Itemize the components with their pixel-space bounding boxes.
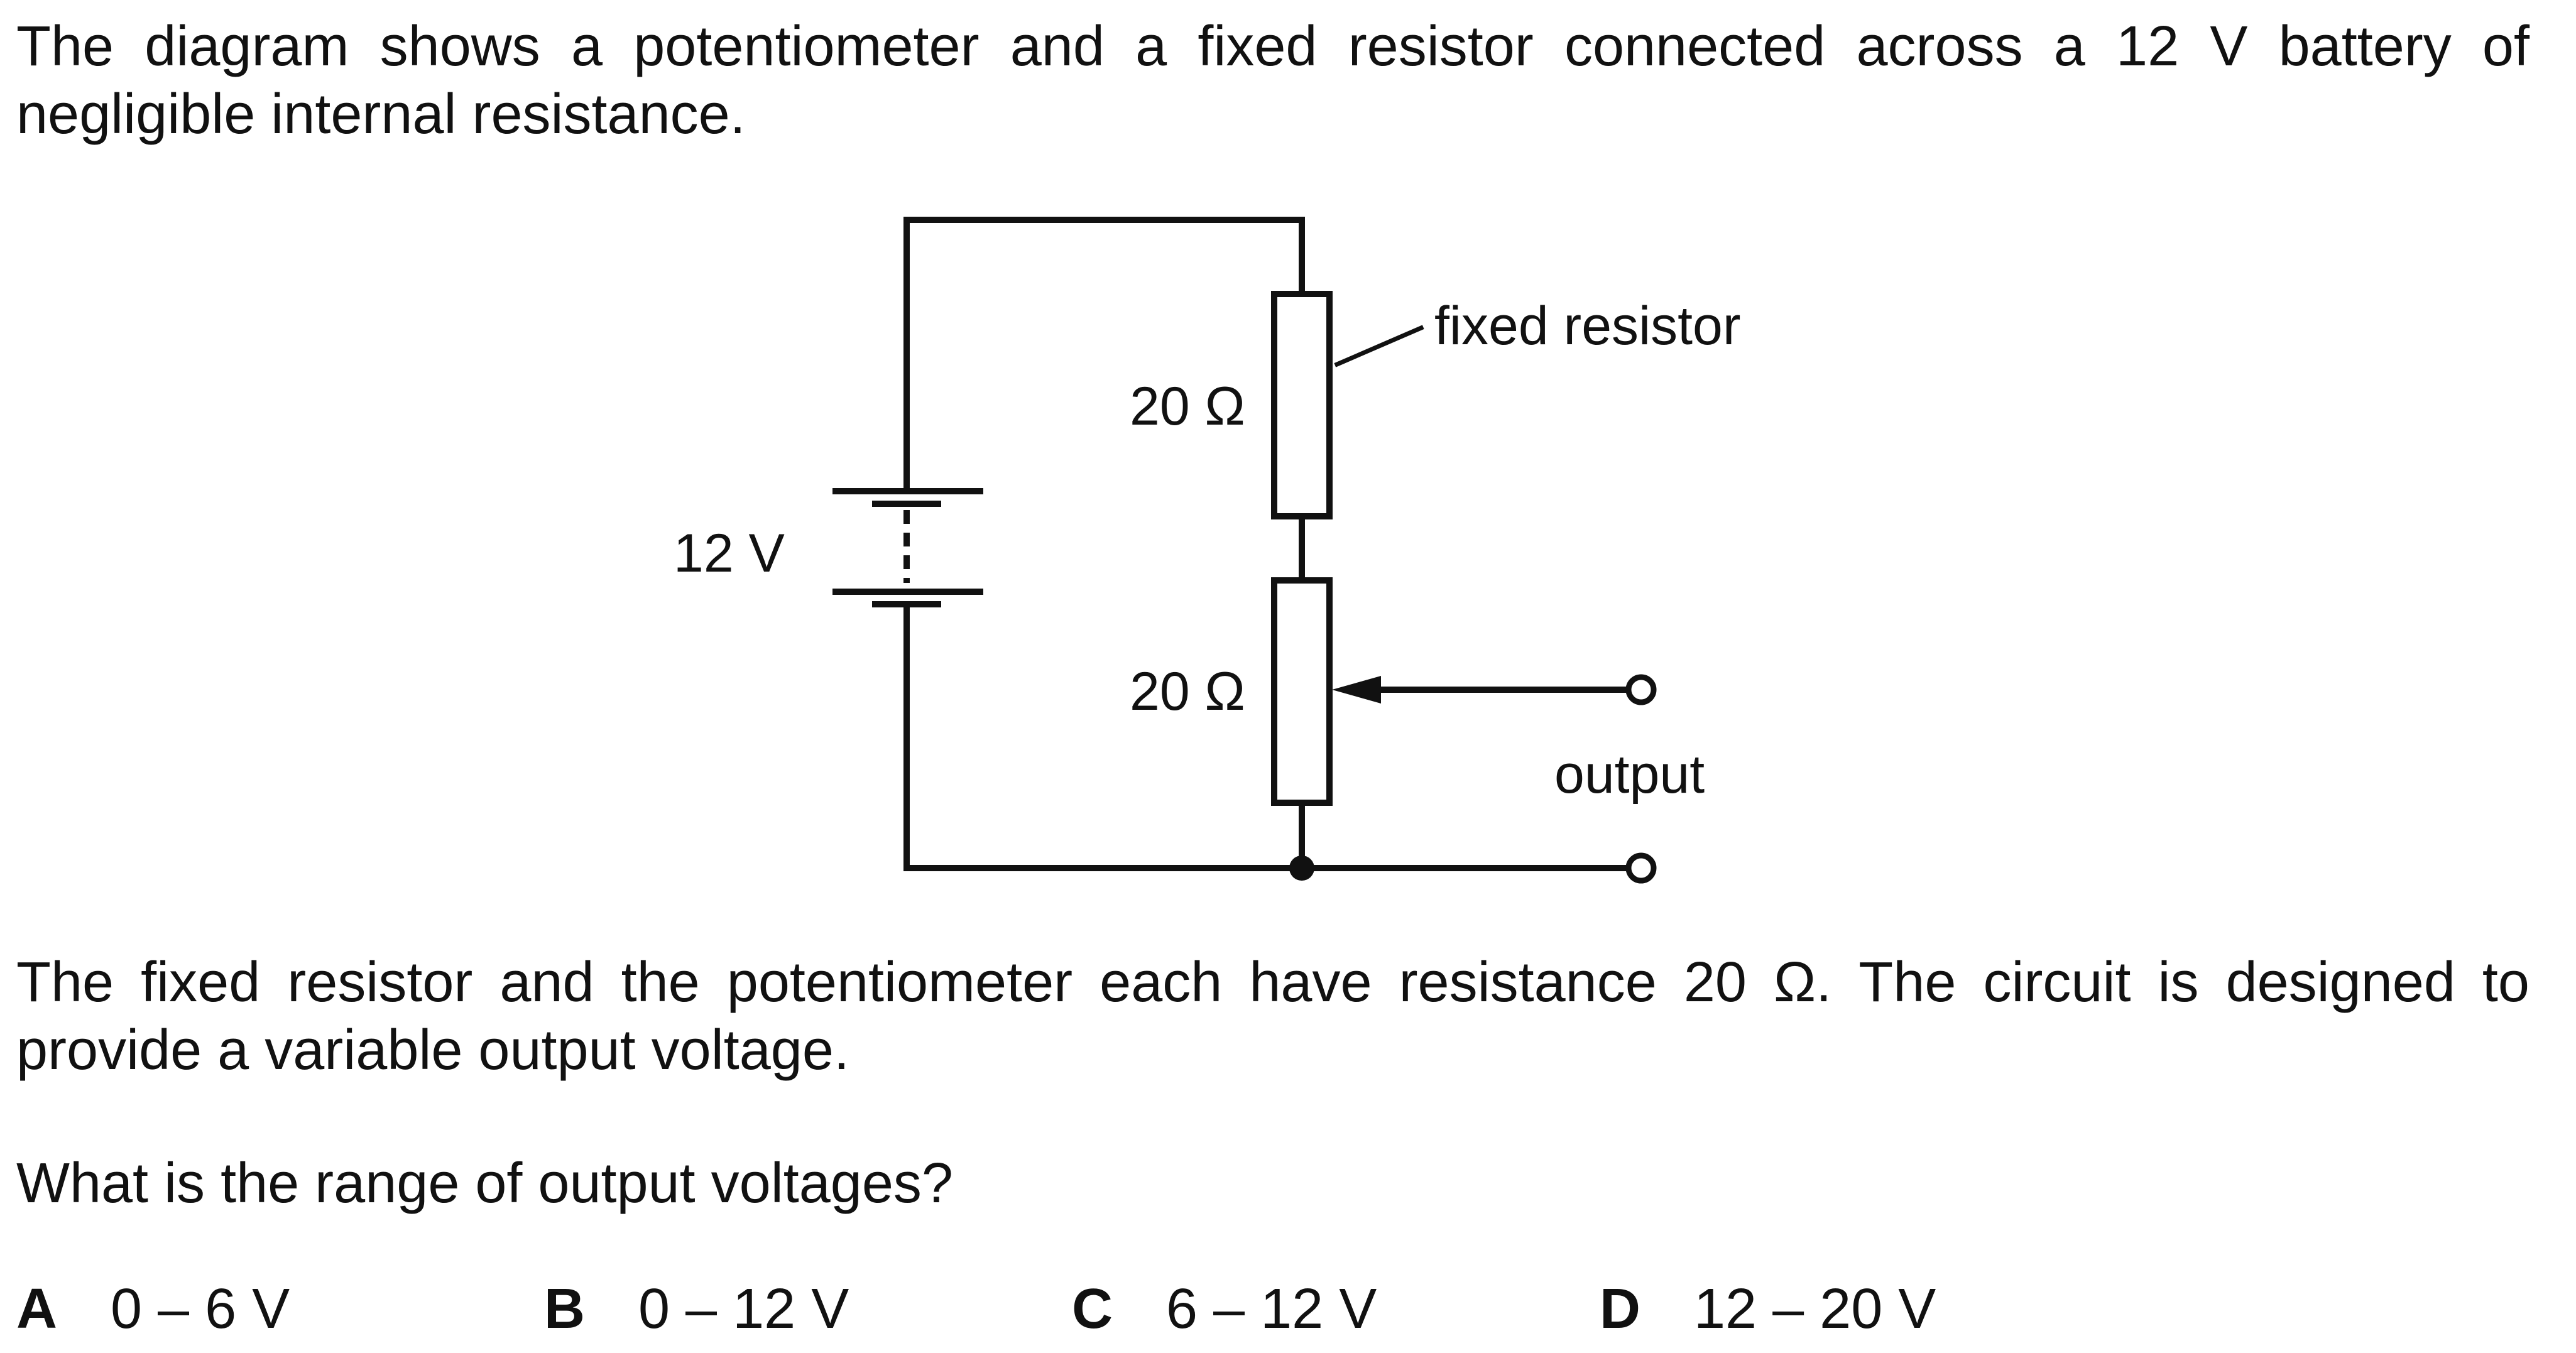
output-terminal-top (1625, 674, 1657, 705)
option-letter: D (1600, 1278, 1640, 1340)
option-letter: C (1072, 1278, 1113, 1340)
option-letter: B (544, 1278, 585, 1340)
option-d[interactable]: D 12 – 20 V (1600, 1275, 1936, 1343)
option-b[interactable]: B 0 – 12 V (544, 1275, 849, 1343)
question-prompt: What is the range of output voltages? (16, 1152, 953, 1215)
option-letter: A (16, 1278, 57, 1340)
option-c[interactable]: C 6 – 12 V (1072, 1275, 1377, 1343)
potentiometer-value: 20 Ω (1130, 661, 1245, 722)
fixed-resistor-value: 20 Ω (1130, 376, 1245, 437)
option-a[interactable]: A 0 – 6 V (16, 1275, 290, 1343)
intro-text: The diagram shows a potentiometer and a … (16, 15, 2530, 146)
potentiometer (1271, 577, 1333, 806)
description-text: The fixed resistor and the potentiometer… (16, 951, 2530, 1082)
output-label: output (1554, 744, 1705, 805)
fixed-resistor-leader-line (1334, 325, 1424, 367)
battery-symbol (832, 488, 983, 607)
fixed-resistor (1271, 291, 1333, 519)
option-text: 0 – 12 V (638, 1278, 849, 1340)
option-text: 12 – 20 V (1694, 1278, 1936, 1340)
option-text: 6 – 12 V (1166, 1278, 1377, 1340)
fixed-resistor-label: fixed resistor (1434, 296, 1741, 356)
battery-label: 12 V (674, 523, 785, 584)
option-text: 0 – 6 V (111, 1278, 290, 1340)
bottom-wire (903, 601, 1632, 871)
slider-arrowhead (1332, 676, 1381, 704)
junction-dot (1289, 856, 1314, 881)
output-terminal-bottom (1625, 852, 1657, 884)
top-wire (903, 217, 1305, 494)
